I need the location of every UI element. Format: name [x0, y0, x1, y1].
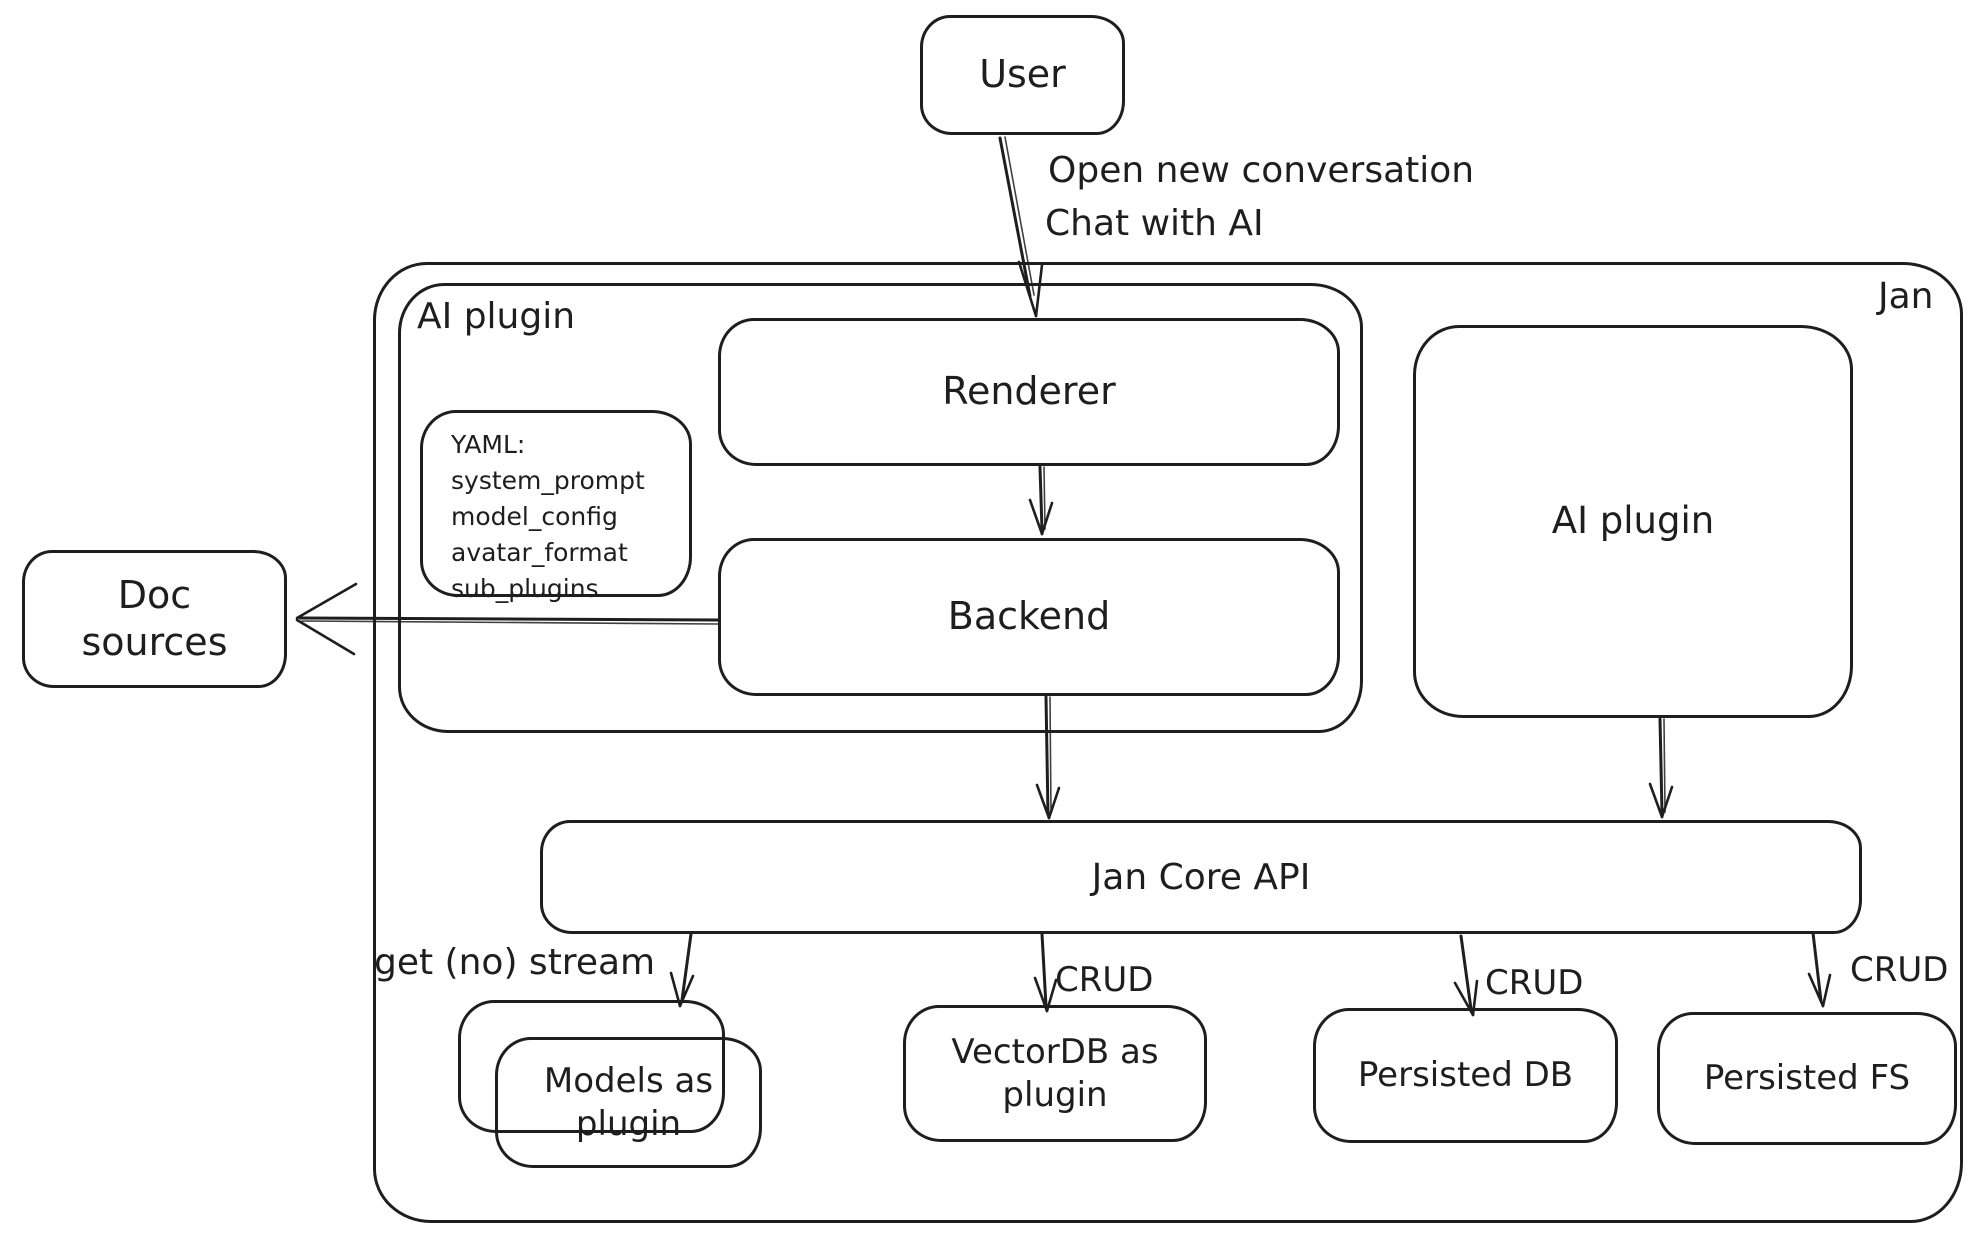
node-jan-core-api: Jan Core API — [540, 820, 1862, 934]
yaml-line-1: YAML: — [451, 430, 526, 459]
node-persisted-fs-label: Persisted FS — [1703, 1058, 1911, 1099]
edge-label-get-no-stream: get (no) stream — [374, 942, 656, 983]
node-vectordb-as-plugin: VectorDB as plugin — [903, 1005, 1207, 1142]
node-user-label: User — [979, 52, 1066, 97]
yaml-line-5: sub_plugins — [451, 574, 599, 603]
edge-label-crud-persisted-db: CRUD — [1485, 963, 1584, 1003]
node-renderer: Renderer — [718, 318, 1340, 466]
node-models-as-plugin: Models as plugin — [495, 1037, 762, 1168]
node-ai-plugin-left — [398, 283, 1363, 733]
node-ai-plugin-left-label: AI plugin — [417, 296, 576, 337]
node-backend: Backend — [718, 538, 1340, 696]
node-persisted-db-label: Persisted DB — [1357, 1055, 1574, 1096]
edge-label-crud-persisted-fs: CRUD — [1850, 950, 1949, 990]
node-jan-core-api-label: Jan Core API — [1091, 856, 1311, 898]
node-doc-sources: Doc sources — [22, 550, 287, 688]
node-persisted-db: Persisted DB — [1313, 1008, 1618, 1143]
yaml-note-text: YAML: system_prompt model_config avatar_… — [423, 413, 645, 607]
node-jan-container — [373, 262, 1963, 1223]
yaml-line-2: system_prompt — [451, 466, 645, 495]
edge-label-crud-vectordb: CRUD — [1055, 960, 1154, 1000]
node-ai-plugin-right-label: AI plugin — [1551, 499, 1715, 543]
node-yaml-note: YAML: system_prompt model_config avatar_… — [420, 410, 692, 603]
node-renderer-label: Renderer — [942, 369, 1116, 414]
node-user: User — [920, 15, 1125, 135]
node-backend-label: Backend — [947, 594, 1111, 639]
node-ai-plugin-right: AI plugin — [1413, 325, 1853, 718]
node-jan-label: Jan — [1878, 276, 1934, 317]
node-persisted-fs: Persisted FS — [1657, 1012, 1957, 1145]
node-vectordb-as-plugin-label: VectorDB as plugin — [951, 1032, 1159, 1115]
node-doc-sources-label: Doc sources — [81, 572, 228, 665]
edge-label-open-new-conversation: Open new conversation — [1048, 150, 1475, 191]
edge-label-chat-with-ai: Chat with AI — [1045, 203, 1264, 244]
yaml-line-4: avatar_format — [451, 538, 628, 567]
yaml-line-3: model_config — [451, 502, 618, 531]
node-models-as-plugin-label: Models as plugin — [543, 1061, 714, 1144]
